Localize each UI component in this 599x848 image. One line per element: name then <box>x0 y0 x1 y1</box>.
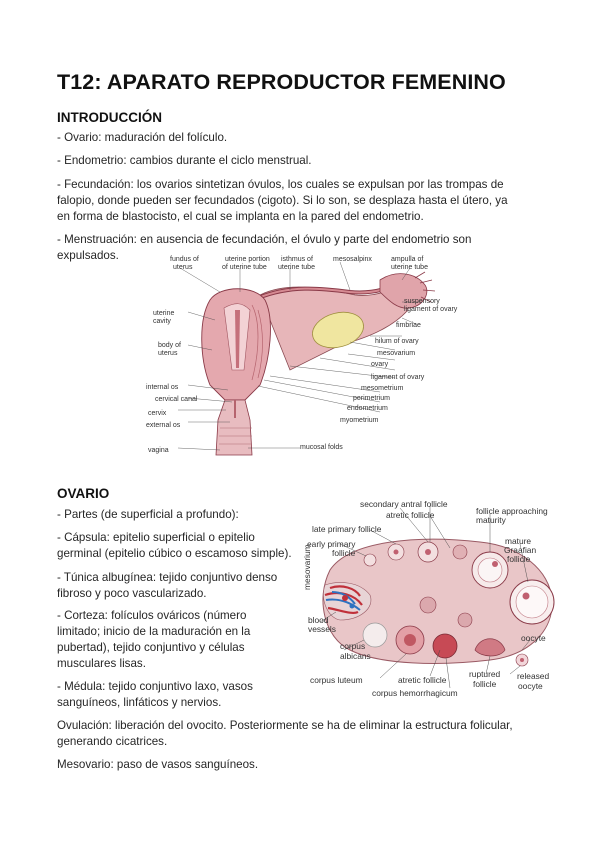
label-fundus-2: uterus <box>173 264 193 271</box>
section-heading-ovario: OVARIO <box>57 486 110 501</box>
paragraph-line: - Médula: tejido conjuntivo laxo, vasos <box>57 680 253 693</box>
label-mature-3: follicle <box>507 554 531 564</box>
label-late-primary-follicle: late primary follicle <box>312 524 382 534</box>
label-early-primary-2: follicle <box>332 548 356 558</box>
label-vagina: vagina <box>148 447 169 454</box>
paragraph-line: expulsados. <box>57 249 119 262</box>
label-isthmus-2: uterine tube <box>278 264 315 271</box>
label-atretic-follicle-top: atretic follicle <box>386 510 435 520</box>
label-ampulla-2: uterine tube <box>391 264 428 271</box>
label-mature-1: mature <box>505 536 532 546</box>
label-fundus-1: fundus of <box>170 256 199 263</box>
label-secondary-antral-follicle: secondary antral follicle <box>360 499 448 509</box>
label-ruptured-follicle-2: follicle <box>473 679 497 689</box>
label-corpus-hemorrhagicum: corpus hemorrhagicum <box>372 688 458 698</box>
label-internal-os: internal os <box>146 384 179 391</box>
label-ruptured-follicle-1: ruptured <box>469 669 501 679</box>
page-title: T12: APARATO REPRODUCTOR FEMENINO <box>57 70 506 94</box>
paragraph-line: Ovulación: liberación del ovocito. Poste… <box>57 719 513 732</box>
ovary-illustration <box>319 506 555 689</box>
paragraph-line: falopio, donde pueden ser fecundados (ci… <box>57 194 508 207</box>
label-suspensory-2: ligament of ovary <box>404 306 458 313</box>
paragraph-line: limitado; inicio de la maduración en la <box>57 625 251 638</box>
label-myometrium: myometrium <box>340 417 379 424</box>
label-released-oocyte-1: released <box>517 671 550 681</box>
label-uterine-cavity-1: uterine <box>153 310 175 317</box>
label-corpus-luteum: corpus luteum <box>310 675 363 685</box>
label-perimetrium: perimetrium <box>353 395 390 402</box>
label-follicle-approaching-2: maturity <box>476 515 506 525</box>
label-ligament-ovary: ligament of ovary <box>371 374 425 381</box>
label-follicle-approaching-1: follicle approaching <box>476 506 548 516</box>
label-ovary: ovary <box>371 361 389 368</box>
paragraph-line: - Corteza: folículos ováricos (número <box>57 609 247 622</box>
paragraph-line: - Cápsula: epitelio superficial o epitel… <box>57 531 255 544</box>
label-corpus-albicans-1: corpus <box>340 641 366 651</box>
label-endometrium: endometrium <box>347 405 388 412</box>
label-cervical-canal: cervical canal <box>155 396 198 403</box>
uterus-illustration <box>177 261 436 456</box>
label-uterine-cavity-2: cavity <box>153 318 171 325</box>
label-mesosalpinx: mesosalpinx <box>333 256 372 263</box>
label-corpus-albicans-2: albicans <box>340 651 371 661</box>
paragraph-line: fibroso y poco vascularizado. <box>57 587 207 600</box>
label-mature-2: Graafian <box>504 545 537 555</box>
paragraph-line: germinal (epitelio cúbico o escamoso sim… <box>57 547 292 560</box>
label-ampulla-1: ampulla of <box>391 256 424 263</box>
paragraph-line: - Menstruación: en ausencia de fecundaci… <box>57 233 472 246</box>
label-uterine-portion-1: uterine portion <box>225 256 270 263</box>
paragraph-line: - Fecundación: los ovarios sintetizan óv… <box>57 178 504 191</box>
label-atretic-follicle-bottom: atretic follicle <box>398 675 447 685</box>
section-heading-introduccion: INTRODUCCIÓN <box>57 110 162 125</box>
label-body-uterus-1: body of <box>158 342 181 349</box>
paragraph-line: musculares lisas. <box>57 657 146 670</box>
label-early-primary-1: early primary <box>307 539 356 549</box>
label-external-os: external os <box>146 422 181 429</box>
label-cervix: cervix <box>148 410 167 417</box>
label-body-uterus-2: uterus <box>158 350 178 357</box>
paragraph-line: en forma de blastocisto, el cual se impl… <box>57 210 424 223</box>
label-blood-vessels-1: blood <box>308 615 329 625</box>
label-suspensory-1: suspensory <box>404 298 440 305</box>
paragraph-mesovario: Mesovario: paso de vasos sanguíneos. <box>57 758 259 771</box>
paragraph-endometrio: - Endometrio: cambios durante el ciclo m… <box>57 154 312 167</box>
paragraph-line: - Túnica albugínea: tejido conjuntivo de… <box>57 571 278 584</box>
paragraph-line: pubertad), tejido conjuntivo y células <box>57 641 245 654</box>
paragraph-ovario: - Ovario: maduración del folículo. <box>57 131 228 144</box>
paragraph-line: sanguíneos, linfáticos y nervios. <box>57 696 222 709</box>
label-hilum: hilum of ovary <box>375 338 419 345</box>
label-isthmus-1: isthmus of <box>281 256 313 263</box>
paragraph-partes: - Partes (de superficial a profundo): <box>57 508 239 521</box>
label-blood-vessels-2: vessels <box>308 624 336 634</box>
label-fimbriae: fimbriae <box>396 322 421 329</box>
label-uterine-portion-2: of uterine tube <box>222 264 267 271</box>
label-mesovarium-ovary: mesovarium <box>302 544 312 590</box>
label-mesometrium: mesometrium <box>361 385 404 392</box>
label-oocyte: oocyte <box>521 633 546 643</box>
label-mucosal-folds: mucosal folds <box>300 444 343 451</box>
paragraph-line: generando cicatrices. <box>57 735 168 748</box>
label-mesovarium: mesovarium <box>377 350 416 357</box>
label-released-oocyte-2: oocyte <box>518 681 543 691</box>
